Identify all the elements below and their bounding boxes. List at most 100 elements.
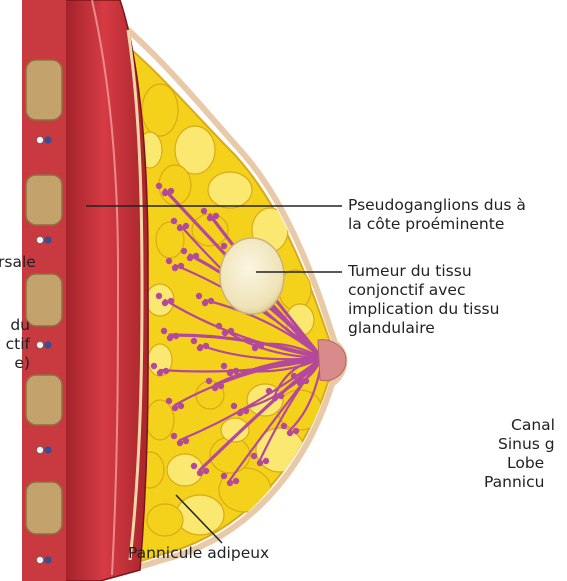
gland-lobule [191,338,197,344]
gland-lobule [303,378,309,384]
gland-lobule [257,460,263,466]
gland-lobule [183,438,189,444]
fat-lobule [208,172,252,208]
gland-lobule [171,433,177,439]
gland-lobule [272,395,278,401]
label-tumeur: Tumeur du tissu conjonctif avec implicat… [348,262,499,338]
label-pseudoganglions-line-2: la côte proéminente [348,215,526,234]
gland-lobule [213,213,219,219]
fat-lobule [142,84,178,136]
gland-lobule [221,363,227,369]
gland-lobule [197,345,203,351]
gland-lobule [173,333,179,339]
gland-lobule [166,258,172,264]
gland-lobule [196,293,202,299]
gland-lobule [228,328,234,334]
gland-lobule [177,225,183,231]
gland-lobule [263,458,269,464]
gland-lobule [187,255,193,261]
gland-lobule [291,373,297,379]
label-left-cut-2-line-3: e) [0,354,30,373]
intercostal-vessel [45,447,52,454]
fat-lobule [147,504,183,536]
intercostal-vessel [37,557,44,564]
label-lobe: Lobe [484,454,555,473]
intercostal-vessel [37,342,44,349]
gland-lobule [237,410,243,416]
gland-lobule [221,473,227,479]
gland-lobule [151,363,157,369]
rib [26,482,62,534]
label-pannicule: Pannicule adipeux [128,544,269,563]
gland-lobule [166,398,172,404]
fat-lobule [167,454,203,486]
intercostal-vessel [45,237,52,244]
gland-lobule [156,183,162,189]
gland-lobule [193,253,199,259]
gland-lobule [168,188,174,194]
gland-lobule [178,403,184,409]
fat-lobule [146,400,174,440]
label-tumeur-line-1: Tumeur du tissu [348,262,499,281]
gland-lobule [231,403,237,409]
gland-lobule [202,300,208,306]
gland-lobule [181,248,187,254]
gland-lobule [243,408,249,414]
gland-lobule [222,330,228,336]
label-tumeur-line-2: conjonctif avec [348,281,499,300]
gland-lobule [206,378,212,384]
fat-lobule [176,495,224,535]
label-left-cut-2: du ctif e) [0,316,30,373]
gland-lobule [258,343,264,349]
gland-lobule [251,453,257,459]
label-left-cut-1: rsale [0,253,36,272]
label-pseudoganglions: Pseudoganglions dus à la côte proéminent… [348,196,526,234]
label-pannicu: Pannicu [484,473,555,492]
rib [26,60,62,120]
gland-lobule [216,323,222,329]
gland-lobule [278,393,284,399]
gland-lobule [168,298,174,304]
gland-lobule [201,208,207,214]
gland-lobule [221,243,227,249]
label-canal: Canal [484,416,555,435]
gland-lobule [172,405,178,411]
label-tumeur-line-3: implication du tissu [348,300,499,319]
gland-lobule [197,470,203,476]
intercostal-vessel [45,137,52,144]
gland-lobule [227,370,233,376]
label-left-cut-2-line-1: du [0,316,30,335]
gland-lobule [203,343,209,349]
gland-lobule [233,368,239,374]
gland-lobule [203,468,209,474]
gland-lobule [161,328,167,334]
rib [26,175,62,225]
gland-lobule [157,370,163,376]
label-left-cut-2-line-2: ctif [0,335,30,354]
gland-lobule [162,300,168,306]
gland-lobule [172,265,178,271]
gland-lobule [233,478,239,484]
intercostal-vessel [45,557,52,564]
label-sinus: Sinus g [484,435,555,454]
gland-lobule [246,338,252,344]
gland-lobule [207,215,213,221]
gland-lobule [191,463,197,469]
gland-lobule [293,428,299,434]
gland-lobule [212,385,218,391]
rib [26,375,62,425]
gland-lobule [208,298,214,304]
label-right-cut: Canal Sinus g Lobe Pannicu [484,416,555,492]
gland-lobule [177,440,183,446]
gland-lobule [156,293,162,299]
intercostal-vessel [37,237,44,244]
gland-lobule [171,218,177,224]
intercostal-vessel [37,137,44,144]
gland-lobule [167,335,173,341]
gland-lobule [162,190,168,196]
gland-lobule [297,380,303,386]
gland-lobule [252,345,258,351]
gland-lobule [163,368,169,374]
gland-lobule [183,223,189,229]
